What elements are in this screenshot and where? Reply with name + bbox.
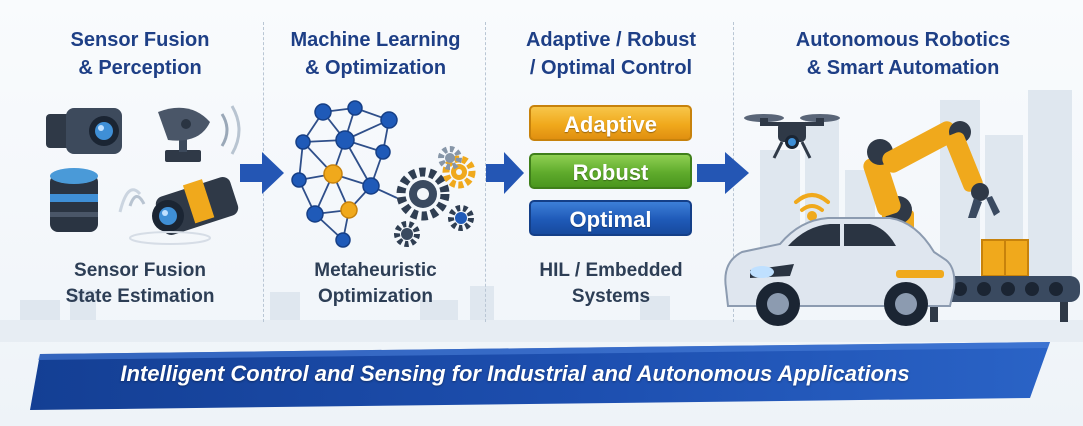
lens-camera-icon — [118, 177, 239, 245]
column-title-robotics: Autonomous Robotics & Smart Automation — [795, 29, 1011, 79]
optimal-control-box: Optimal — [529, 200, 692, 236]
flow-arrow-1 — [240, 152, 284, 194]
gear-icon — [448, 205, 474, 231]
gear-icon — [396, 167, 450, 221]
column-title-sensor-fusion: Sensor Fusion & Perception — [70, 29, 210, 79]
robust-control-box: Robust — [529, 153, 692, 189]
camera-icon — [46, 108, 122, 154]
gear-icon — [394, 221, 420, 247]
adaptive-control-box: Adaptive — [529, 105, 692, 141]
banner-background — [30, 342, 1050, 410]
banner-text: Intelligent Control and Sensing for Indu… — [120, 361, 910, 386]
wifi-icon — [794, 193, 830, 221]
car-icon — [724, 217, 956, 326]
neural-network-icon — [291, 100, 476, 248]
column-subtitle-hil: HIL / Embedded Systems — [539, 260, 683, 307]
column-title-machine-learning: Machine Learning & Optimization — [290, 29, 461, 79]
lidar-icon — [50, 168, 98, 232]
column-subtitle-sensor-fusion: Sensor Fusion State Estimation — [65, 260, 215, 307]
flow-arrow-3 — [697, 152, 749, 194]
gear-icon — [438, 146, 462, 170]
flow-arrow-2 — [486, 152, 524, 194]
radar-icon — [158, 105, 241, 162]
column-subtitle-metaheuristic: Metaheuristic Optimization — [314, 260, 437, 307]
column-title-control: Adaptive / Robust / Optimal Control — [525, 29, 696, 79]
column-divider — [485, 22, 486, 322]
sensor-illustration — [46, 105, 241, 245]
robotics-illustration — [724, 114, 1080, 326]
drone-icon — [744, 114, 840, 159]
